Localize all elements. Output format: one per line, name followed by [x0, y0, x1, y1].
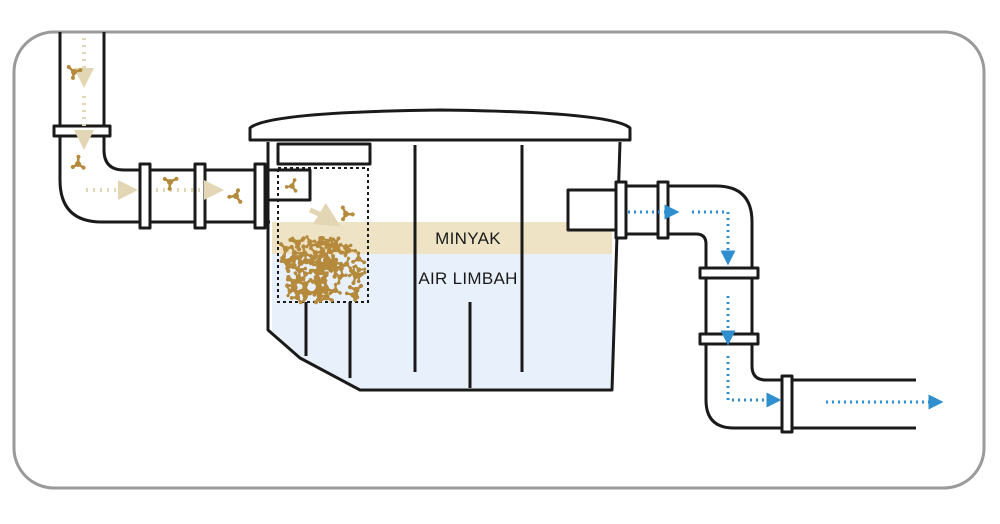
outlet-coupling-1: [614, 180, 628, 240]
oil-layer-label: MINYAK: [435, 229, 501, 248]
wastewater-layer-label: AIR LIMBAH: [418, 269, 517, 288]
grease-particle-icon: [284, 178, 298, 193]
grease-particle-icon: [227, 188, 243, 204]
outlet-coupling-5: [780, 374, 794, 434]
outlet-coupling-3: [698, 266, 760, 280]
grease-particle-icon: [340, 256, 352, 270]
wastewater-fill: [272, 250, 612, 388]
grease-particle-icon: [289, 289, 303, 305]
inlet-grease-particles: [66, 65, 298, 204]
grease-particles: [279, 205, 367, 305]
grease-particle-icon: [318, 288, 334, 303]
inflow-entry-arrow: [309, 202, 341, 227]
grease-particle-icon: [305, 235, 317, 249]
grease-particle-icon: [302, 286, 317, 301]
grease-particle-icon: [343, 243, 358, 258]
tank-body: [248, 108, 632, 392]
grease-particle-icon: [299, 252, 313, 266]
grease-particle-icon: [285, 275, 302, 290]
grease-particle-icon: [327, 254, 343, 271]
grease-particle-icon: [280, 256, 296, 269]
grease-particle-icon: [309, 246, 324, 261]
grease-particle-icon: [70, 154, 86, 170]
grease-particle-icon: [351, 251, 367, 265]
grease-particle-icon: [318, 248, 332, 264]
grease-particle-icon: [333, 263, 347, 277]
inlet-coupling-2: [193, 162, 207, 230]
inlet-tee: [263, 168, 312, 202]
grease-particle-icon: [352, 270, 367, 284]
grease-particle-icon: [279, 242, 294, 259]
grease-particle-icon: [162, 176, 179, 191]
inlet-baffle-box: [276, 142, 372, 166]
grease-particle-icon: [344, 288, 360, 302]
outlet-stub: [566, 188, 618, 232]
tank-lid: [248, 108, 632, 142]
grease-particle-icon: [300, 268, 313, 282]
grease-particle-icon: [328, 239, 344, 255]
grease-particle-icon: [313, 262, 329, 280]
filter-basket: [277, 167, 369, 303]
outlet-coupling-2: [656, 180, 670, 240]
grease-particle-icon: [340, 205, 355, 222]
grease-particle-icon: [328, 282, 342, 296]
inlet-coupling-1: [138, 162, 152, 230]
inflow-arrows: [74, 38, 224, 200]
outflow-arrows: [628, 204, 944, 410]
grease-particle-icon: [66, 65, 83, 80]
grease-particle-icon: [290, 236, 305, 249]
outlet-coupling-4: [698, 332, 760, 346]
